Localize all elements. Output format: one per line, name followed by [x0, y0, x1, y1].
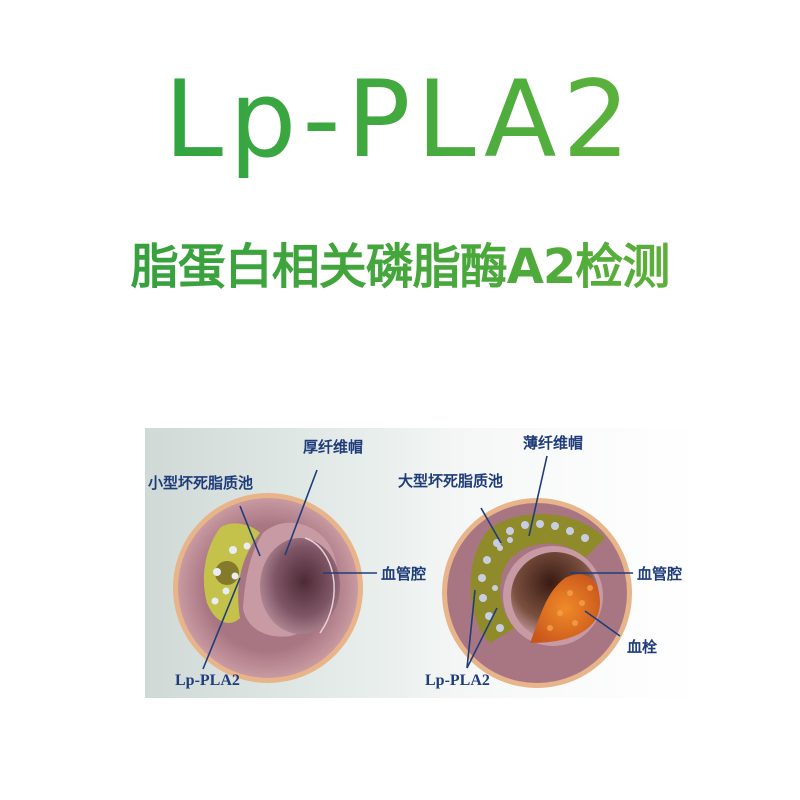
label-vessel-lumen-right: 血管腔 [637, 565, 683, 583]
artery-diagram [173, 455, 633, 688]
artery-illustration: 厚纤维帽 小型坏死脂质池 血管腔 Lp-PLA2 薄纤维帽 大型坏死脂质池 血管… [145, 428, 700, 698]
label-thick-fibrous-cap: 厚纤维帽 [303, 438, 364, 456]
label-thrombus: 血栓 [627, 638, 658, 656]
right-artery [442, 498, 632, 688]
page-subtitle: 脂蛋白相关磷脂酶A2检测 [0, 232, 800, 302]
leader-lines [202, 455, 633, 670]
label-lp-pla2-right: Lp-PLA2 [425, 672, 490, 689]
label-vessel-lumen-left: 血管腔 [381, 565, 427, 583]
left-artery [173, 493, 363, 683]
label-small-necrotic-lipid-pool: 小型坏死脂质池 [148, 474, 254, 492]
label-large-necrotic-lipid-pool: 大型坏死脂质池 [398, 472, 504, 490]
page-title: Lp-PLA2 [0, 55, 800, 185]
label-thin-fibrous-cap: 薄纤维帽 [523, 434, 584, 452]
label-lp-pla2-left: Lp-PLA2 [175, 672, 240, 689]
